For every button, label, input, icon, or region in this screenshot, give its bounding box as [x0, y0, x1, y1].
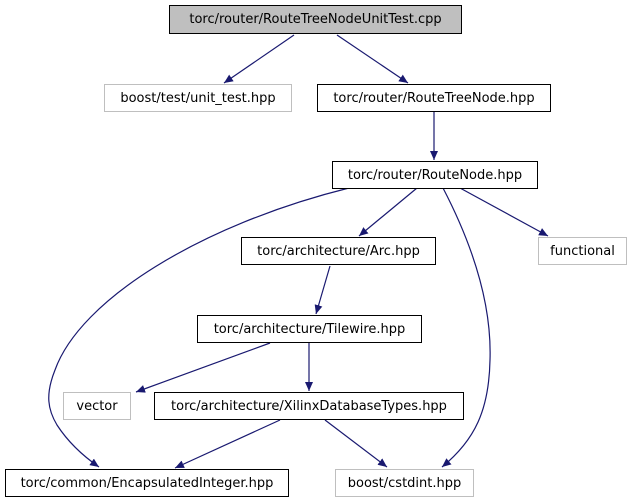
node-route-tree-node[interactable]: torc/router/RouteTreeNode.hpp: [317, 84, 551, 112]
edge-xilinx-types-to-cstdint: [324, 419, 388, 468]
edge-arc-to-tilewire: [314, 265, 331, 315]
edge-route-node-to-cstdint: [441, 187, 491, 468]
node-tilewire[interactable]: torc/architecture/Tilewire.hpp: [197, 315, 422, 343]
node-functional[interactable]: functional: [538, 237, 627, 265]
node-encapsulated-integer[interactable]: torc/common/EncapsulatedInteger.hpp: [5, 469, 289, 497]
node-route-tree-node-unit-test[interactable]: torc/router/RouteTreeNodeUnitTest.cpp: [169, 5, 462, 34]
edge-route-node-to-arc: [358, 187, 418, 237]
edge-root-to-route-tree-node: [336, 34, 409, 84]
node-arc[interactable]: torc/architecture/Arc.hpp: [241, 237, 436, 265]
edge-tilewire-to-vector: [135, 342, 271, 393]
edge-root-to-unit-test: [223, 34, 295, 84]
node-cstdint[interactable]: boost/cstdint.hpp: [335, 469, 474, 497]
node-vector[interactable]: vector: [63, 392, 131, 420]
edge-route-node-to-encapsulated-integer: [48, 187, 350, 468]
edge-xilinx-types-to-encapsulated-integer: [174, 419, 281, 469]
node-route-node[interactable]: torc/router/RouteNode.hpp: [332, 161, 538, 189]
node-unit-test[interactable]: boost/test/unit_test.hpp: [104, 84, 292, 112]
node-xilinx-database-types[interactable]: torc/architecture/XilinxDatabaseTypes.hp…: [154, 392, 464, 420]
edge-route-node-to-functional: [459, 187, 549, 237]
